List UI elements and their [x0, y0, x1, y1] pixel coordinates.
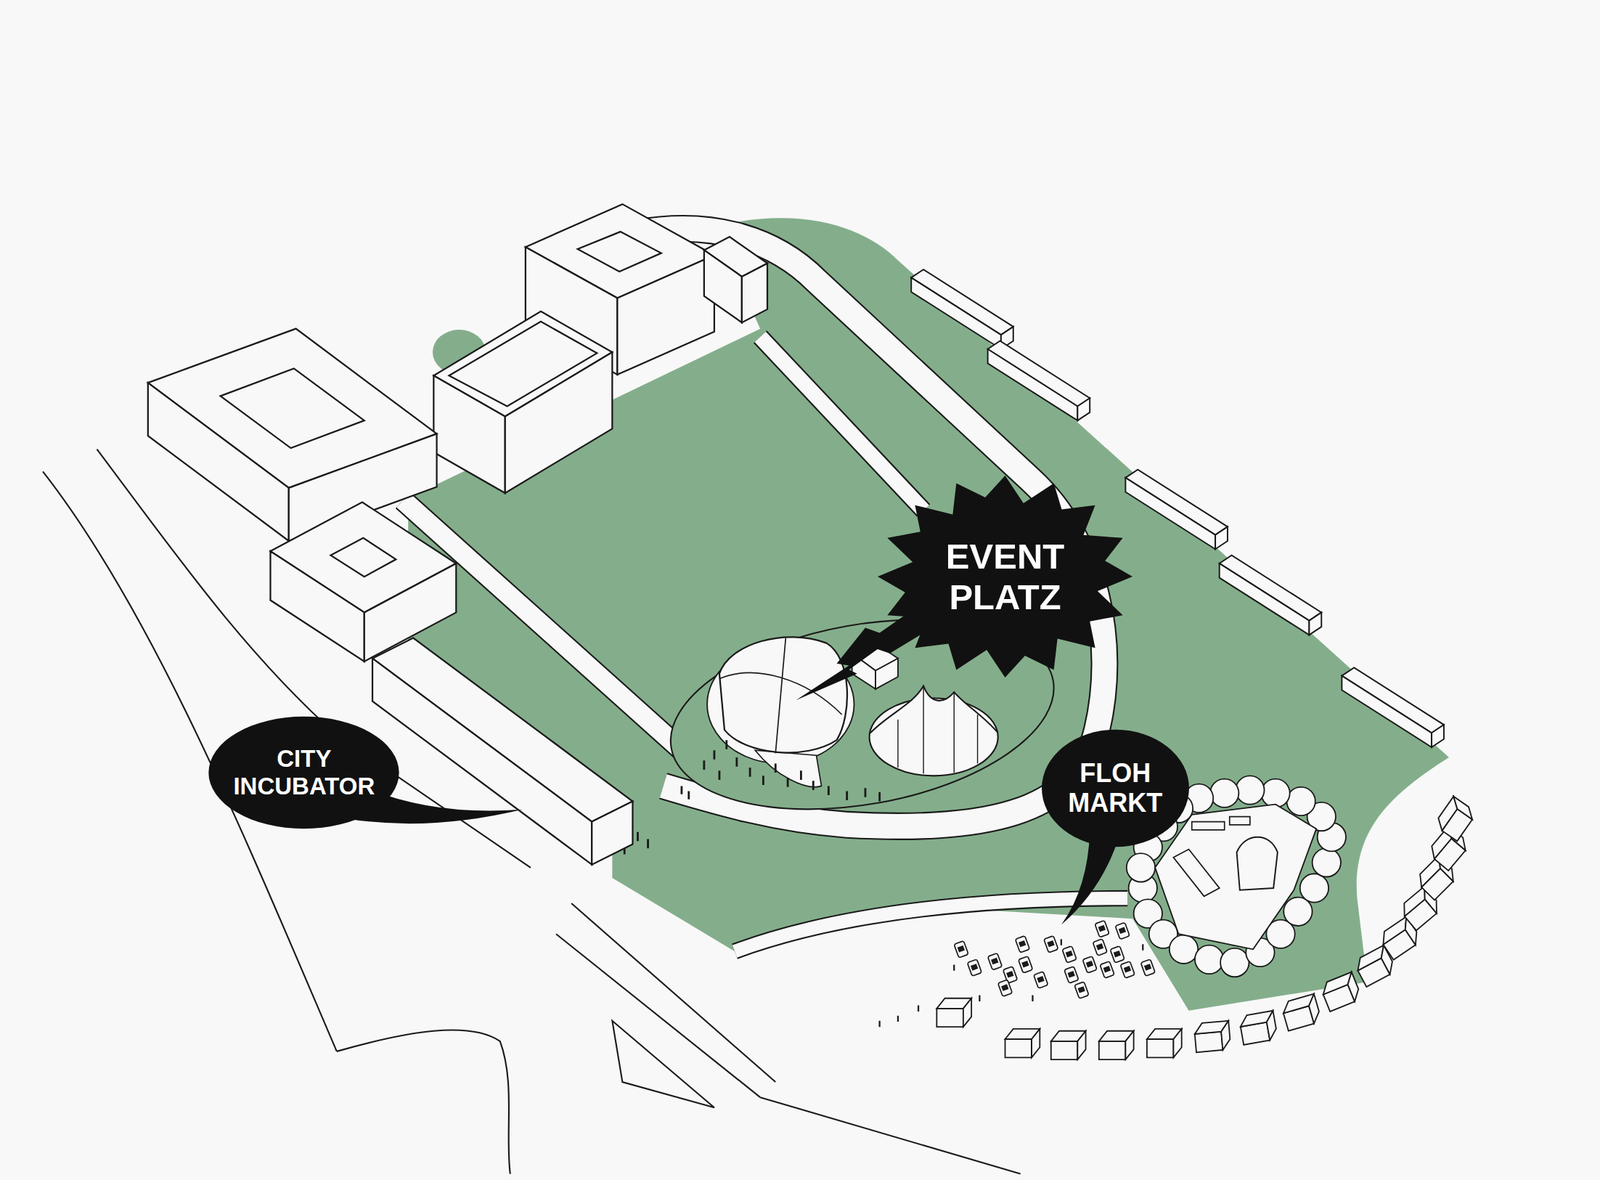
text-group: FLOH MARKT — [1067, 757, 1163, 819]
outer-lines — [42, 449, 1021, 1174]
speech-bubble-shape — [209, 716, 400, 829]
callout-text: CITY INCUBATOR — [233, 744, 375, 800]
callout-text: EVENT PLATZ — [945, 535, 1065, 618]
speech-bubble-shape — [1041, 728, 1190, 846]
road-edges — [402, 228, 1128, 951]
people — [601, 739, 880, 854]
market-stalls — [953, 920, 1155, 999]
small-houses — [936, 796, 1477, 1060]
text-group: CITY INCUBATOR — [233, 744, 375, 800]
text-group: EVENT PLATZ — [945, 535, 1065, 618]
buildings — [148, 203, 768, 864]
green-space — [407, 217, 1450, 1010]
road-surface — [402, 228, 1128, 951]
callout-bubble: CITY INCUBATOR — [207, 715, 400, 830]
callout-bubble: FLOH MARKT — [1041, 728, 1190, 848]
burst-shape — [877, 475, 1133, 678]
market-people — [879, 938, 1144, 1027]
callout-text: FLOH MARKT — [1067, 757, 1163, 819]
callout-bubble: EVENT PLATZ — [877, 475, 1133, 678]
bubble-shape — [877, 475, 1133, 678]
